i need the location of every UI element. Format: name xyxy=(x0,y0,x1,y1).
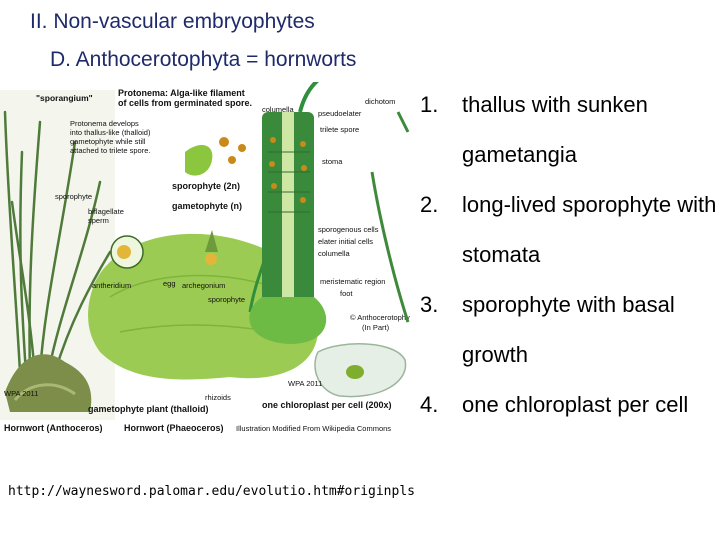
feature-item-1: 1. thallus with sunken gametangia xyxy=(420,80,718,180)
capsule-tip xyxy=(298,82,320,113)
spore-3 xyxy=(228,156,236,164)
egg-cell xyxy=(205,253,217,265)
feature-text: one chloroplast per cell xyxy=(462,392,689,417)
label-pseudoelater: pseudoelater xyxy=(318,109,362,118)
source-url: http://waynesword.palomar.edu/evolutio.h… xyxy=(8,484,415,499)
feature-text: sporophyte with basal growth xyxy=(462,292,675,367)
label-sporogenous: sporogenous cells xyxy=(318,225,379,234)
hornwort-diagram-svg: "sporangium" sporophyte WPA 2011 Protone… xyxy=(0,82,410,433)
label-develops-3: gametophyte while still xyxy=(70,137,146,146)
sporophyte-foot xyxy=(249,297,327,344)
label-rhizoids: rhizoids xyxy=(205,393,231,402)
label-develops-4: attached to trilete spore. xyxy=(70,146,150,155)
label-sporangium: "sporangium" xyxy=(36,93,93,103)
label-hornwort-left: Hornwort (Anthoceros) xyxy=(4,423,103,433)
spore-1 xyxy=(219,137,229,147)
hornwort-illustration: "sporangium" sporophyte WPA 2011 Protone… xyxy=(0,82,410,442)
label-protonema-2: of cells from germinated spore. xyxy=(118,98,252,108)
anthoceros-thallus xyxy=(5,354,92,412)
label-chloroplast: one chloroplast per cell (200x) xyxy=(262,400,392,410)
feature-text: thallus with sunken gametangia xyxy=(462,92,648,167)
anthoceros-sporophytes xyxy=(3,110,112,378)
dichotomous-strand xyxy=(370,171,410,323)
feature-number: 4. xyxy=(420,392,439,417)
label-inpart: (In Part) xyxy=(362,323,390,332)
label-sporophyte: sporophyte xyxy=(55,192,92,201)
label-archegonium: archegonium xyxy=(182,281,225,290)
label-stoma: stoma xyxy=(322,157,343,166)
feature-number: 1. xyxy=(420,92,439,117)
label-biflagellate-2: sperm xyxy=(88,216,109,225)
feature-text: long-lived sporophyte with stomata xyxy=(462,192,717,267)
label-illustration: Illustration Modified From Wikipedia Com… xyxy=(236,424,391,433)
label-wpa-mid: WPA 2011 xyxy=(288,379,322,388)
label-develops-1: Protonema develops xyxy=(70,119,139,128)
feature-number: 3. xyxy=(420,292,439,317)
label-elater: elater initial cells xyxy=(318,237,373,246)
label-protonema: Protonema: Alga-like filament xyxy=(118,88,245,98)
label-columella: columella xyxy=(318,249,351,258)
antheridium xyxy=(117,245,131,259)
chloroplast xyxy=(346,365,364,379)
heading-line-2: D. Anthocerotophyta = hornworts xyxy=(50,48,357,71)
columella-core xyxy=(282,112,294,302)
feature-item-3: 3. sporophyte with basal growth xyxy=(420,280,718,380)
label-foot: foot xyxy=(340,289,353,298)
label-columella-top: columella xyxy=(262,105,295,114)
label-sporophyte-low: sporophyte xyxy=(208,295,245,304)
archegonium-neck xyxy=(205,230,218,252)
feature-list: 1. thallus with sunken gametangia 2. lon… xyxy=(420,80,718,430)
label-develops-2: into thallus-like (thalloid) xyxy=(70,128,151,137)
heading-line-1: II. Non-vascular embryophytes xyxy=(30,10,315,33)
label-trilete: trilete spore xyxy=(320,125,359,134)
capsule-spores xyxy=(269,137,307,203)
label-gametophyte-n: gametophyte (n) xyxy=(172,201,242,211)
label-wpa-left: WPA 2011 xyxy=(4,389,38,398)
label-sporophyte-2n: sporophyte (2n) xyxy=(172,181,240,191)
label-dichotom: dichotom xyxy=(365,97,395,106)
feature-item-4: 4. one chloroplast per cell xyxy=(420,380,718,430)
spore-2 xyxy=(238,144,246,152)
label-hornwort-mid: Hornwort (Phaeoceros) xyxy=(124,423,224,433)
feature-item-2: 2. long-lived sporophyte with stomata xyxy=(420,180,718,280)
label-gametophyte-plant: gametophyte plant (thalloid) xyxy=(88,404,209,414)
feature-number: 2. xyxy=(420,192,439,217)
label-antheridium: antheridium xyxy=(92,281,131,290)
label-copyright: © Anthocerotophyta xyxy=(350,313,410,322)
protonema xyxy=(185,145,213,176)
label-biflagellate-1: biflagellate xyxy=(88,207,124,216)
label-meristematic: meristematic region xyxy=(320,277,385,286)
label-egg: egg xyxy=(163,279,176,288)
